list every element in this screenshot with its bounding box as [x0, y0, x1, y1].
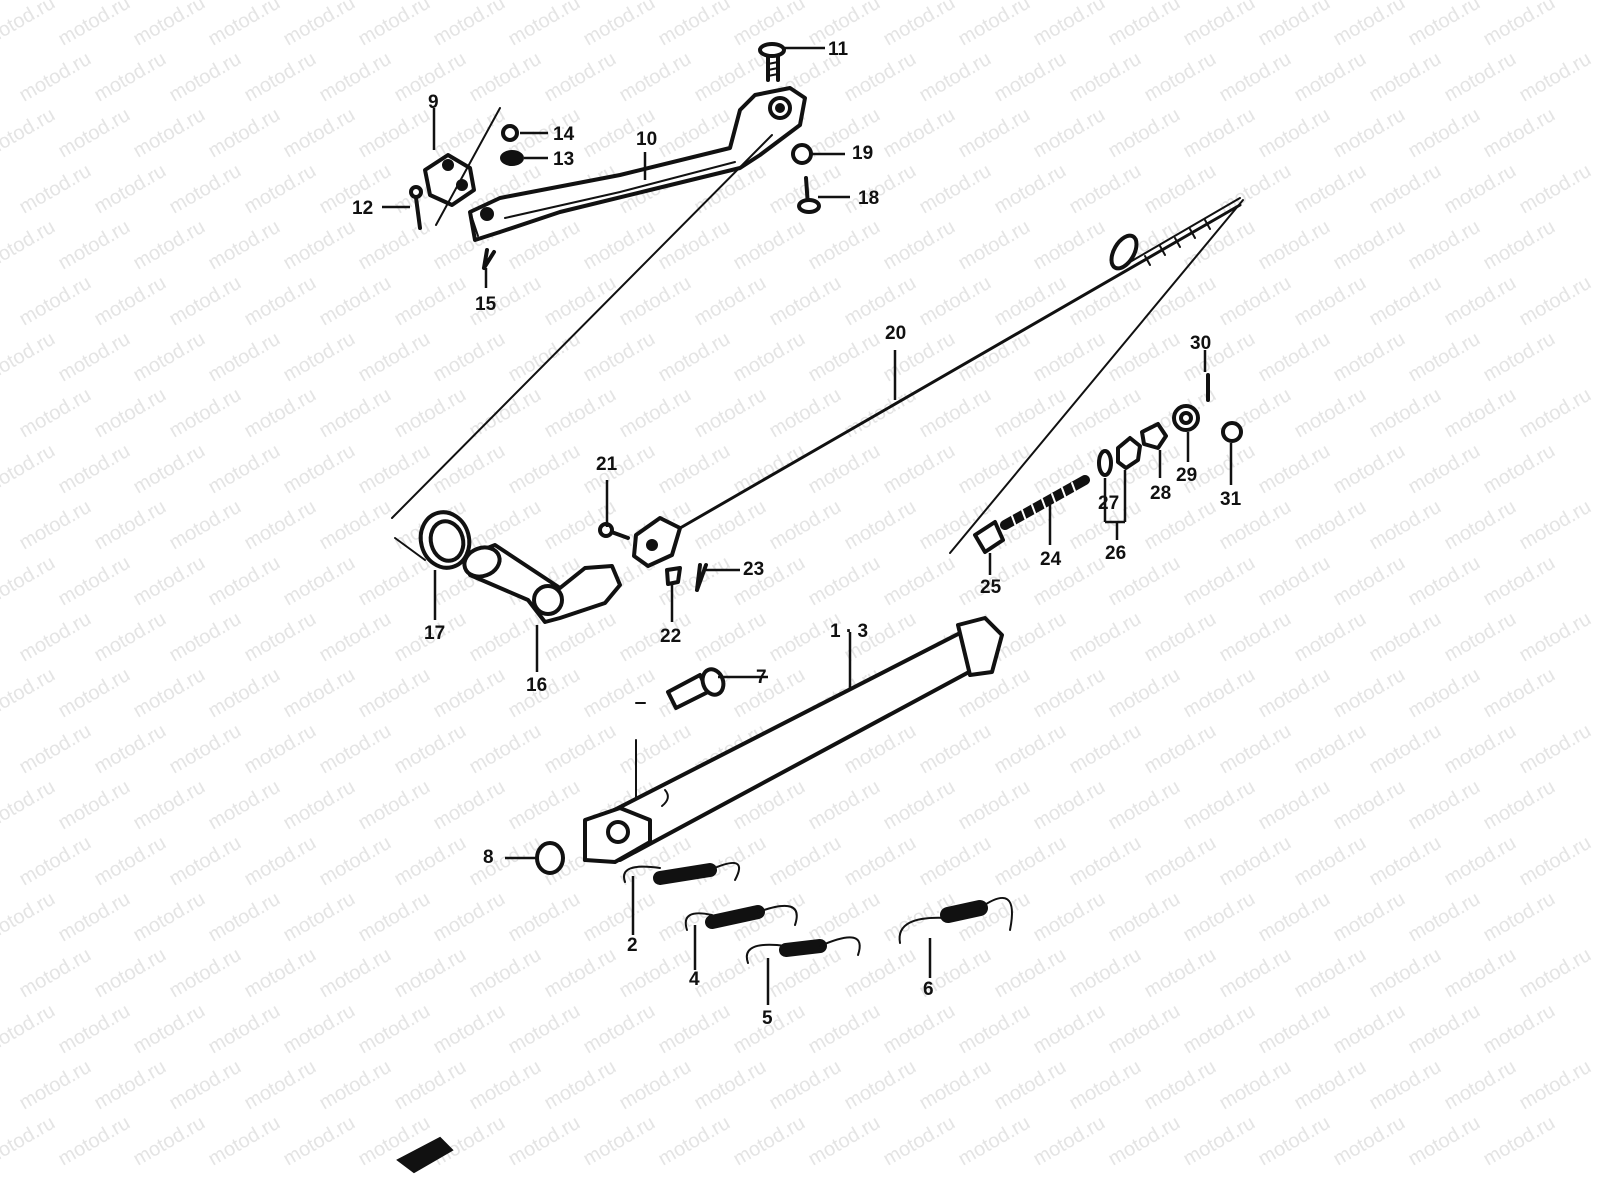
- callout-31: 31: [1220, 489, 1242, 510]
- collar-25: [973, 520, 1005, 554]
- assembly-guide-line: [391, 134, 773, 519]
- callout-19: 19: [852, 143, 874, 164]
- assembly-guide-line: [435, 107, 501, 226]
- callout-25: 25: [980, 577, 1002, 598]
- callout-11: 11: [828, 39, 849, 60]
- callout-23: 23: [743, 559, 765, 580]
- callout-12: 12: [352, 198, 374, 219]
- washer-14: [501, 124, 519, 142]
- callout-6: 6: [923, 979, 934, 1000]
- nut-13: [500, 150, 524, 166]
- spring-24: [1000, 475, 1090, 533]
- bolt-18: [797, 176, 821, 214]
- bolt-11: [758, 42, 786, 82]
- callout-8: 8: [483, 847, 494, 868]
- front-direction-arrow: [396, 1136, 454, 1174]
- leader-lines: [382, 46, 1233, 1005]
- callout-5: 5: [762, 1008, 773, 1029]
- clevis-joint: [423, 153, 476, 207]
- callout-30: 30: [1190, 333, 1212, 354]
- brake-rod-arm: [468, 86, 807, 242]
- callout-26: 26: [1105, 543, 1127, 564]
- callout-13: 13: [553, 149, 575, 170]
- callout-17: 17: [424, 623, 446, 644]
- callout-14: 14: [553, 124, 575, 145]
- callout-1-3: 1 · 3: [830, 621, 869, 642]
- side-stand: [583, 616, 1004, 864]
- spring-6: [898, 897, 1013, 944]
- callout-7: 7: [756, 667, 767, 688]
- callout-15: 15: [475, 294, 497, 315]
- spring-2: [623, 861, 741, 885]
- callout-21: 21: [596, 454, 618, 475]
- callout-29: 29: [1176, 465, 1198, 486]
- washer-27: [1097, 449, 1113, 477]
- callout-10: 10: [636, 129, 658, 150]
- washer-22: [665, 566, 682, 586]
- callout-28: 28: [1150, 483, 1172, 504]
- adjuster-26: [1116, 436, 1142, 470]
- clevis-pin-21: [598, 522, 630, 540]
- nut-19: [791, 143, 813, 165]
- washer-28: [1140, 422, 1168, 450]
- cotter-pin-15: [482, 248, 496, 270]
- brake-cam-lever: [462, 543, 622, 624]
- callout-22: 22: [660, 626, 682, 647]
- callout-18: 18: [858, 188, 880, 209]
- callout-27: 27: [1098, 493, 1120, 514]
- nut-31: [1221, 421, 1243, 443]
- brake-cable-rod: [632, 197, 1242, 568]
- callout-9: 9: [428, 92, 439, 113]
- spring-5: [745, 936, 861, 964]
- callout-20: 20: [885, 323, 907, 344]
- callout-2: 2: [627, 935, 638, 956]
- assembly-guide-line: [949, 199, 1244, 554]
- callout-4: 4: [689, 969, 700, 990]
- nut-8: [535, 841, 565, 875]
- callout-24: 24: [1040, 549, 1062, 570]
- pivot-bolt-7: [666, 667, 726, 710]
- callout-16: 16: [526, 675, 548, 696]
- spring-4: [684, 904, 798, 931]
